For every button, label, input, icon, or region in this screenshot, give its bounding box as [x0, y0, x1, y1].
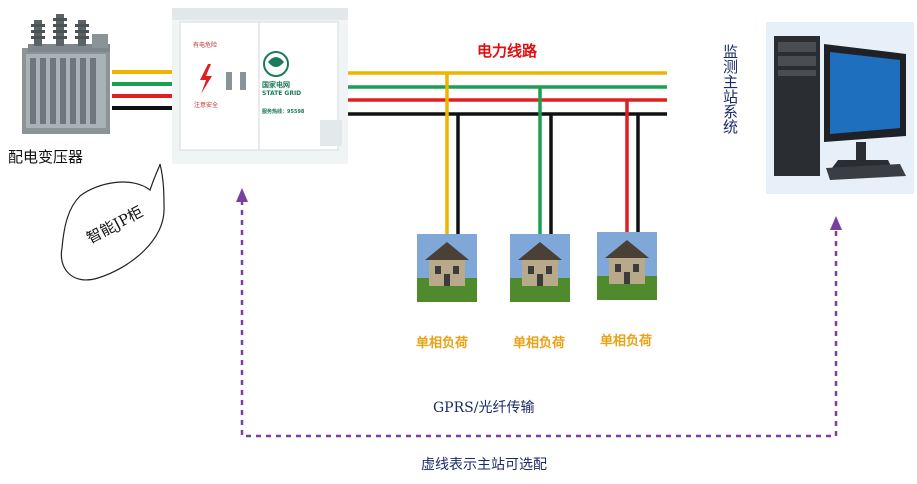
cabinet-brand-cn: 国家电网 — [262, 81, 290, 89]
gprs-fiber-link — [236, 188, 842, 438]
load-feeder-drops — [445, 73, 640, 236]
optional-note-label: 虚线表示主站可选配 — [421, 457, 547, 473]
load-house-icon — [417, 234, 477, 302]
monitor-station-label: 监测主站系统 — [721, 44, 739, 134]
power-line-bus — [340, 71, 667, 116]
load-label: 单相负荷 — [513, 336, 566, 351]
feeder-lines-in — [112, 70, 176, 110]
load-house-icon — [510, 234, 570, 302]
jp-cabinet-callout — [60, 163, 165, 281]
cabinet-hotline: 服务热线：95598 — [262, 109, 305, 115]
transformer-icon — [22, 14, 110, 134]
computer-icon — [766, 22, 914, 194]
power-line-label: 电力线路 — [477, 42, 538, 60]
transformer-label: 配电变压器 — [8, 148, 84, 166]
jp-cabinet-icon — [172, 8, 348, 164]
cabinet-brand-en: STATE GRID — [262, 90, 302, 97]
cabinet-warning-text: 有电危险 — [193, 42, 218, 49]
load-label: 单相负荷 — [416, 336, 469, 351]
transmission-label: GPRS/光纤传输 — [433, 400, 535, 416]
load-label: 单相负荷 — [600, 334, 653, 349]
cabinet-safety-text: 注意安全 — [194, 102, 219, 109]
load-house-icon — [597, 232, 657, 300]
